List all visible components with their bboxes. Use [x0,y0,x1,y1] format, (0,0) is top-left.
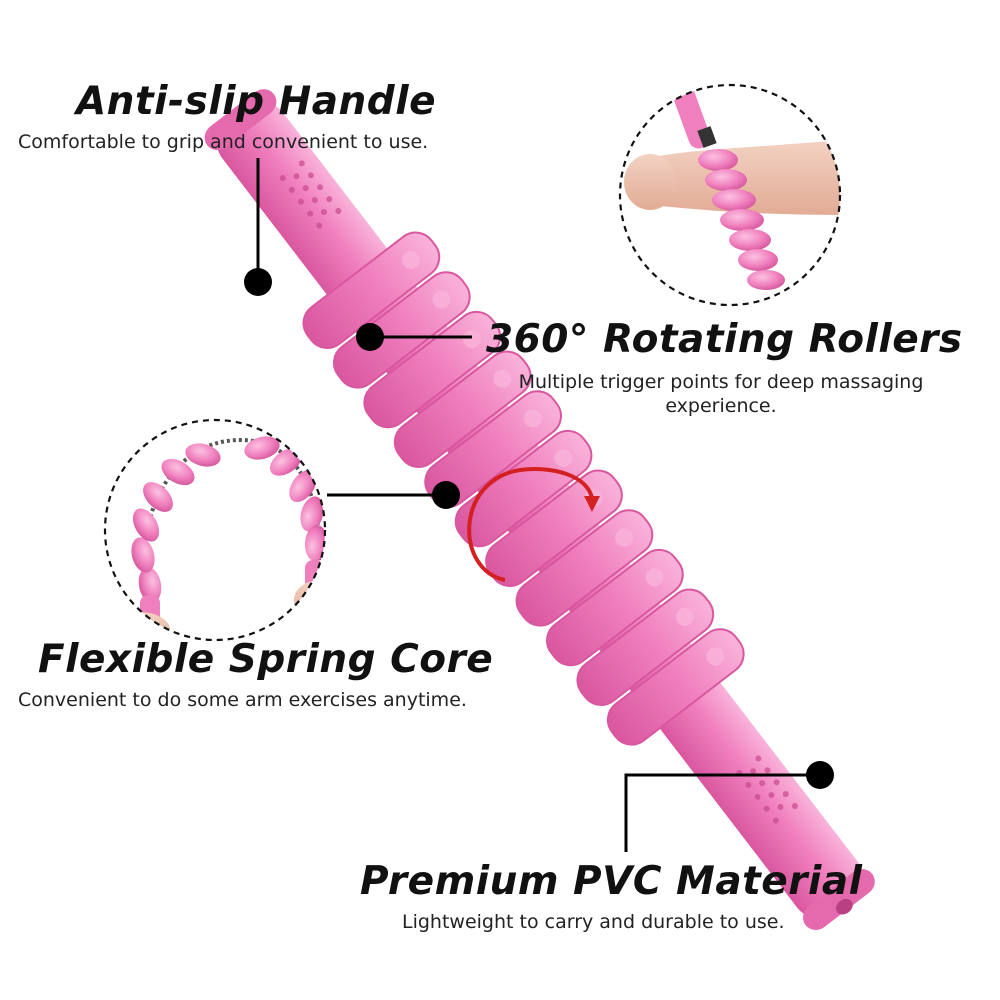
feature-description: Comfortable to grip and convenient to us… [18,131,429,153]
callout-dot-icon [356,323,384,351]
feature-premium-pvc-material: Premium PVC Material Lightweight to carr… [360,862,863,935]
rotation-arrow-icon [467,467,600,582]
feature-description: Lightweight to carry and durable to use. [402,911,785,933]
feature-description: Convenient to do some arm exercises anyt… [18,689,467,711]
feature-title: Anti-slip Handle [76,79,437,124]
feature-title: 360° Rotating Rollers [486,317,963,362]
callout-handle [244,158,272,296]
callout-pvc [624,761,834,852]
callout-spring [327,481,460,509]
feature-rotating-rollers: 360° Rotating Rollers Multiple trigger p… [486,320,963,419]
massage-stick [204,89,875,930]
callout-dot-icon [432,481,460,509]
rollers [302,231,745,746]
feature-description: Multiple trigger points for deep massagi… [518,371,924,417]
feature-anti-slip-handle: Anti-slip Handle Comfortable to grip and… [18,82,436,155]
inset-arm-massage [618,83,842,307]
feature-flexible-spring-core: Flexible Spring Core Convenient to do so… [18,640,493,713]
callout-dot-icon [244,268,272,296]
callout-rollers [356,323,472,351]
callout-dot-icon [806,761,834,789]
inset-flexible-spring [103,418,327,642]
feature-title: Flexible Spring Core [38,637,494,682]
feature-title: Premium PVC Material [360,859,863,904]
